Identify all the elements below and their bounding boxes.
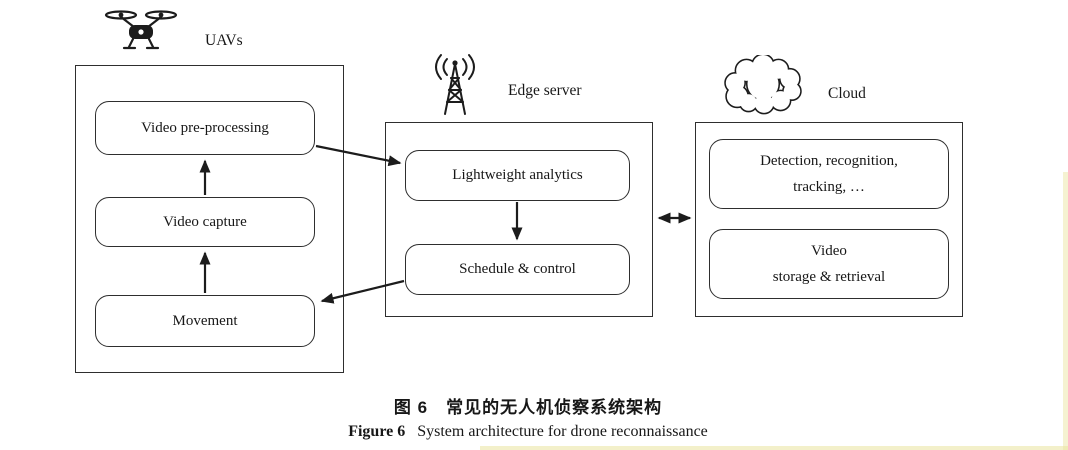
node-label: Video capture (163, 213, 247, 230)
caption-en-text: System architecture for drone reconnaiss… (417, 423, 708, 440)
caption-en: Figure 6 System architecture for drone re… (0, 423, 1056, 441)
node-label: Schedule & control (459, 261, 576, 278)
drone-icon (104, 10, 178, 50)
caption-zh: 图 6 常见的无人机侦察系统架构 (393, 398, 663, 417)
cloud-icon (724, 55, 802, 115)
antenna-icon (435, 54, 475, 115)
node-video-preprocessing: Video pre-processing (95, 101, 315, 155)
edge-server-container (385, 122, 653, 317)
cloud-container (695, 122, 963, 317)
caption-en-label: Figure 6 (348, 423, 406, 440)
node-movement: Movement (95, 295, 315, 347)
node-label-line2: storage & retrieval (772, 269, 886, 285)
node-schedule-control: Schedule & control (405, 244, 630, 295)
node-label: Video pre-processing (141, 119, 269, 136)
edge-server-label: Edge server (508, 82, 582, 99)
node-label-line2: tracking, … (793, 179, 865, 195)
node-label: Movement (172, 312, 238, 329)
cloud-label: Cloud (828, 85, 866, 102)
scan-artifact-bottom-edge (480, 446, 1068, 450)
node-label-line1: Detection, recognition, (760, 152, 898, 169)
node-label: Lightweight analytics (452, 167, 583, 184)
uavs-label: UAVs (205, 32, 243, 49)
uavs-container (75, 65, 344, 373)
node-detection-recognition-tracking: Detection, recognition, tracking, … (709, 139, 949, 209)
node-label-line1: Video (811, 242, 847, 259)
node-video-storage-retrieval: Video storage & retrieval (709, 229, 949, 299)
scan-artifact-right-edge (1063, 172, 1068, 450)
node-video-capture: Video capture (95, 197, 315, 247)
node-lightweight-analytics: Lightweight analytics (405, 150, 630, 201)
